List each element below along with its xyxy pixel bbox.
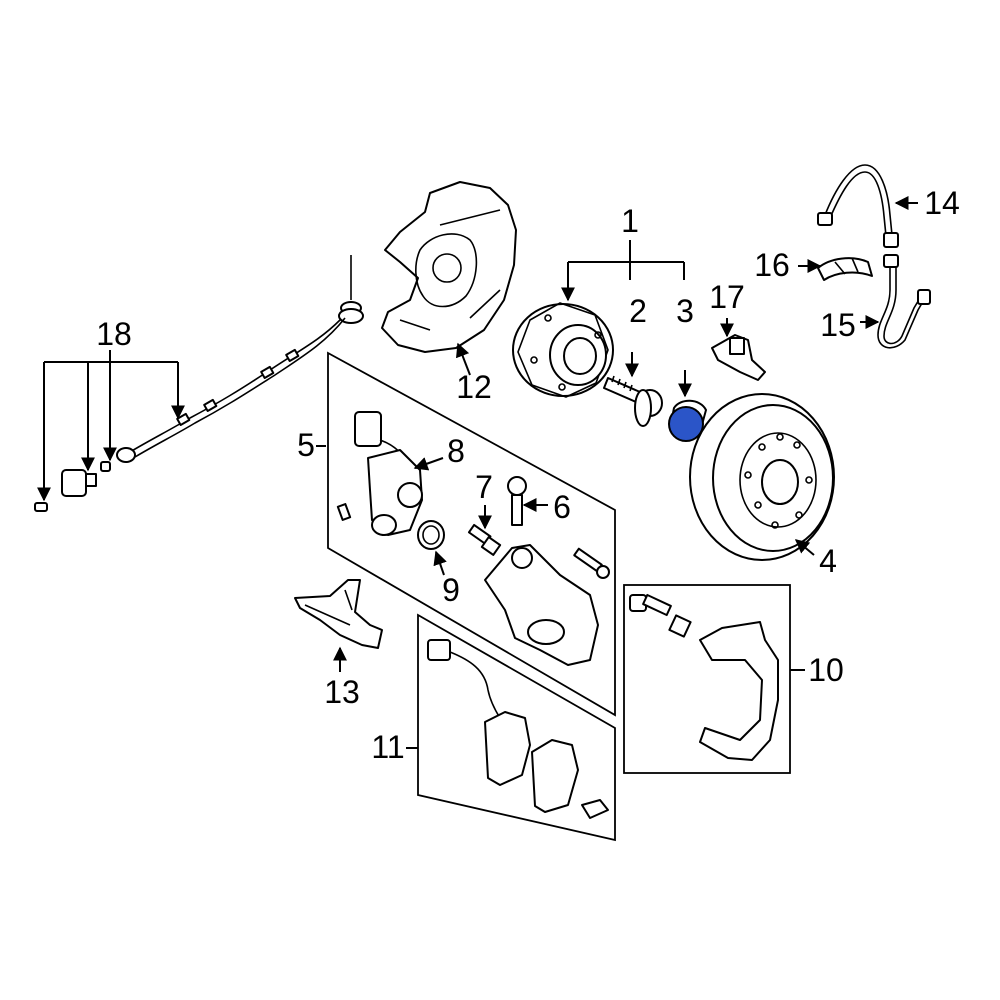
callout-number-18: 18 [96,316,132,352]
hub-cap-part[interactable] [668,399,707,442]
bracket-part[interactable] [711,334,766,381]
callout-number-17: 17 [709,279,745,315]
mounting-bracket-part[interactable] [294,579,383,649]
caliper-motor-part[interactable] [336,411,423,536]
guide-pin-part[interactable] [507,476,527,526]
callout-number-12: 12 [456,369,492,405]
hose-clip-part[interactable] [817,257,873,281]
dust-shield-part[interactable] [381,181,517,353]
o-ring-part[interactable] [417,520,445,550]
wheel-hub-part[interactable] [512,302,614,398]
callout-number-16: 16 [754,247,790,283]
callout-number-9: 9 [442,572,460,608]
callout-number-6: 6 [553,489,571,525]
callout-number-4: 4 [819,543,837,579]
bleeder-screw-part[interactable] [467,523,502,556]
callout-number-10: 10 [808,652,844,688]
callout-number-3: 3 [676,293,694,329]
callout-number-13: 13 [324,674,360,710]
callout-number-2: 2 [629,293,647,329]
brake-hose-upper-part[interactable] [817,164,899,248]
carrier-part[interactable] [629,593,779,761]
brake-pads-part[interactable] [427,639,609,819]
brake-rotor-part[interactable] [689,393,835,561]
abs-sensor-part[interactable] [34,255,364,512]
callout-number-1: 1 [621,203,639,239]
leader-lines [37,196,918,749]
callout-number-14: 14 [924,185,960,221]
brake-pads-group-box [417,613,616,842]
hub-bolt-part[interactable] [603,375,663,427]
callout-number-15: 15 [820,307,856,343]
caliper-group-box [327,351,616,717]
callout-number-8: 8 [447,433,465,469]
carrier-group-box [623,584,791,774]
brake-hose-lower-part[interactable] [877,254,931,349]
callout-number-5: 5 [297,427,315,463]
caliper-housing-part[interactable] [484,544,599,666]
caliper-bolt-part[interactable] [573,547,610,579]
callout-number-7: 7 [475,469,493,505]
callout-number-11: 11 [371,729,404,765]
